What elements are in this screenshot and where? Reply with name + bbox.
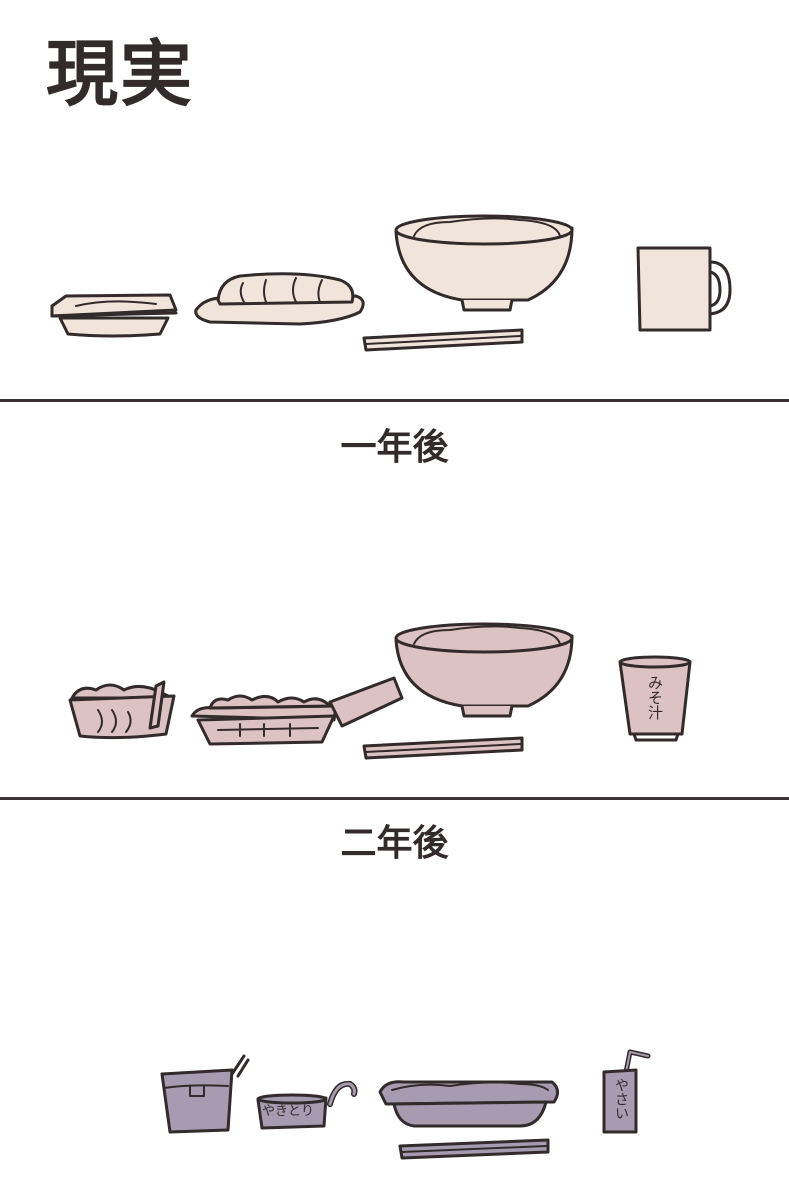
mug-icon [636, 246, 732, 332]
panel-divider-2 [0, 797, 789, 800]
yakitori-can-label: やきとり [262, 1104, 315, 1119]
juice-box-label: やさい [613, 1078, 629, 1120]
takeout-box-icon [160, 1054, 250, 1134]
panel-title-reality: 現実 [46, 32, 195, 116]
panel-divider-1 [0, 399, 789, 402]
panel-3-scene: やきとり やさい [0, 1040, 789, 1170]
vegetable-juice-box-icon [602, 1049, 651, 1134]
chopsticks-icon [362, 328, 524, 352]
miso-cup-label: みそ汁 [646, 675, 664, 720]
panel-2-scene: みそ汁 [0, 610, 789, 770]
bento-tray-icon [50, 293, 178, 338]
panel-title-one-year-later: 一年後 [340, 427, 449, 468]
chopsticks-icon [398, 1138, 550, 1160]
bread-plate-icon [194, 272, 365, 326]
rice-tray-icon [378, 1080, 559, 1128]
dumpling-pack-icon [190, 676, 404, 746]
miso-soup-cup-icon [618, 655, 692, 742]
panel-1-scene [0, 200, 789, 370]
panel-title-two-years-later: 二年後 [340, 823, 449, 864]
salad-container-icon [68, 680, 176, 740]
rice-bowl-icon [394, 214, 574, 312]
chopsticks-icon [362, 736, 524, 760]
rice-bowl-icon [394, 622, 574, 718]
yakitori-can-icon [256, 1080, 358, 1130]
